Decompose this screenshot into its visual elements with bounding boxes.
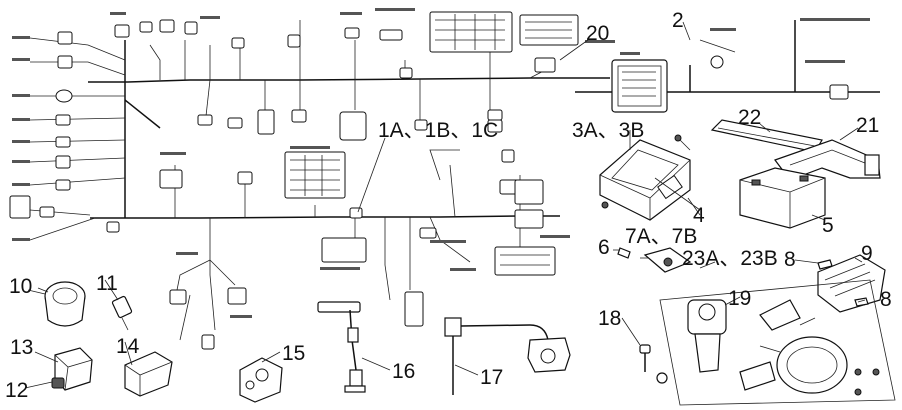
fine-print-labels (12, 8, 870, 318)
callout-8-upper: 8 (784, 248, 796, 271)
callout-5: 5 (822, 214, 834, 237)
callout-labels: 2 20 1A、1B、1C 3A、3B 22 21 4 5 6 7A、7B 23… (5, 9, 892, 402)
leader-lines (24, 39, 866, 389)
callout-15: 15 (282, 342, 305, 365)
callout-3a-3b: 3A、3B (572, 119, 644, 142)
part-9-regulator (817, 254, 886, 313)
callout-8-lower: 8 (880, 288, 892, 311)
part-3-ecu-module (599, 134, 701, 221)
callout-10: 10 (9, 275, 32, 298)
part-14-module (124, 351, 173, 397)
callout-9: 9 (861, 242, 873, 265)
part-19-lock-set (659, 279, 896, 406)
harness-connectors (9, 11, 579, 350)
callout-22: 22 (738, 106, 761, 129)
callout-1a-1b-1c: 1A、1B、1C (378, 119, 498, 142)
callout-14: 14 (116, 335, 140, 358)
callout-19: 19 (728, 287, 751, 310)
part-15-starter-relay (239, 357, 283, 403)
part-16-coil-cable (317, 301, 366, 393)
callout-7a-7b: 7A、7B (625, 225, 697, 248)
part-22-strap (710, 119, 823, 153)
part-7-sensor (640, 247, 692, 273)
callout-23a-23b: 23A、23B (682, 247, 778, 270)
part-2-ecu-connector (611, 21, 849, 113)
callout-17: 17 (480, 366, 503, 389)
callout-11: 11 (96, 272, 118, 295)
part-6-screw (617, 247, 631, 259)
part-5-battery (739, 167, 826, 229)
callout-16: 16 (392, 360, 415, 383)
callout-18: 18 (598, 307, 621, 330)
part-11-sensor (111, 295, 133, 331)
part-12-connector (51, 377, 65, 389)
callout-6: 6 (598, 236, 610, 259)
callout-2: 2 (672, 9, 684, 32)
part-17-plug-lead (444, 317, 571, 395)
callout-21: 21 (856, 114, 879, 137)
part-8-bolt-lower (854, 297, 869, 307)
callout-20: 20 (586, 22, 609, 45)
callout-13: 13 (10, 336, 33, 359)
part-10-component (37, 281, 86, 327)
callout-4: 4 (693, 204, 705, 227)
part-18-bolt (639, 344, 668, 384)
callout-12: 12 (5, 379, 28, 402)
